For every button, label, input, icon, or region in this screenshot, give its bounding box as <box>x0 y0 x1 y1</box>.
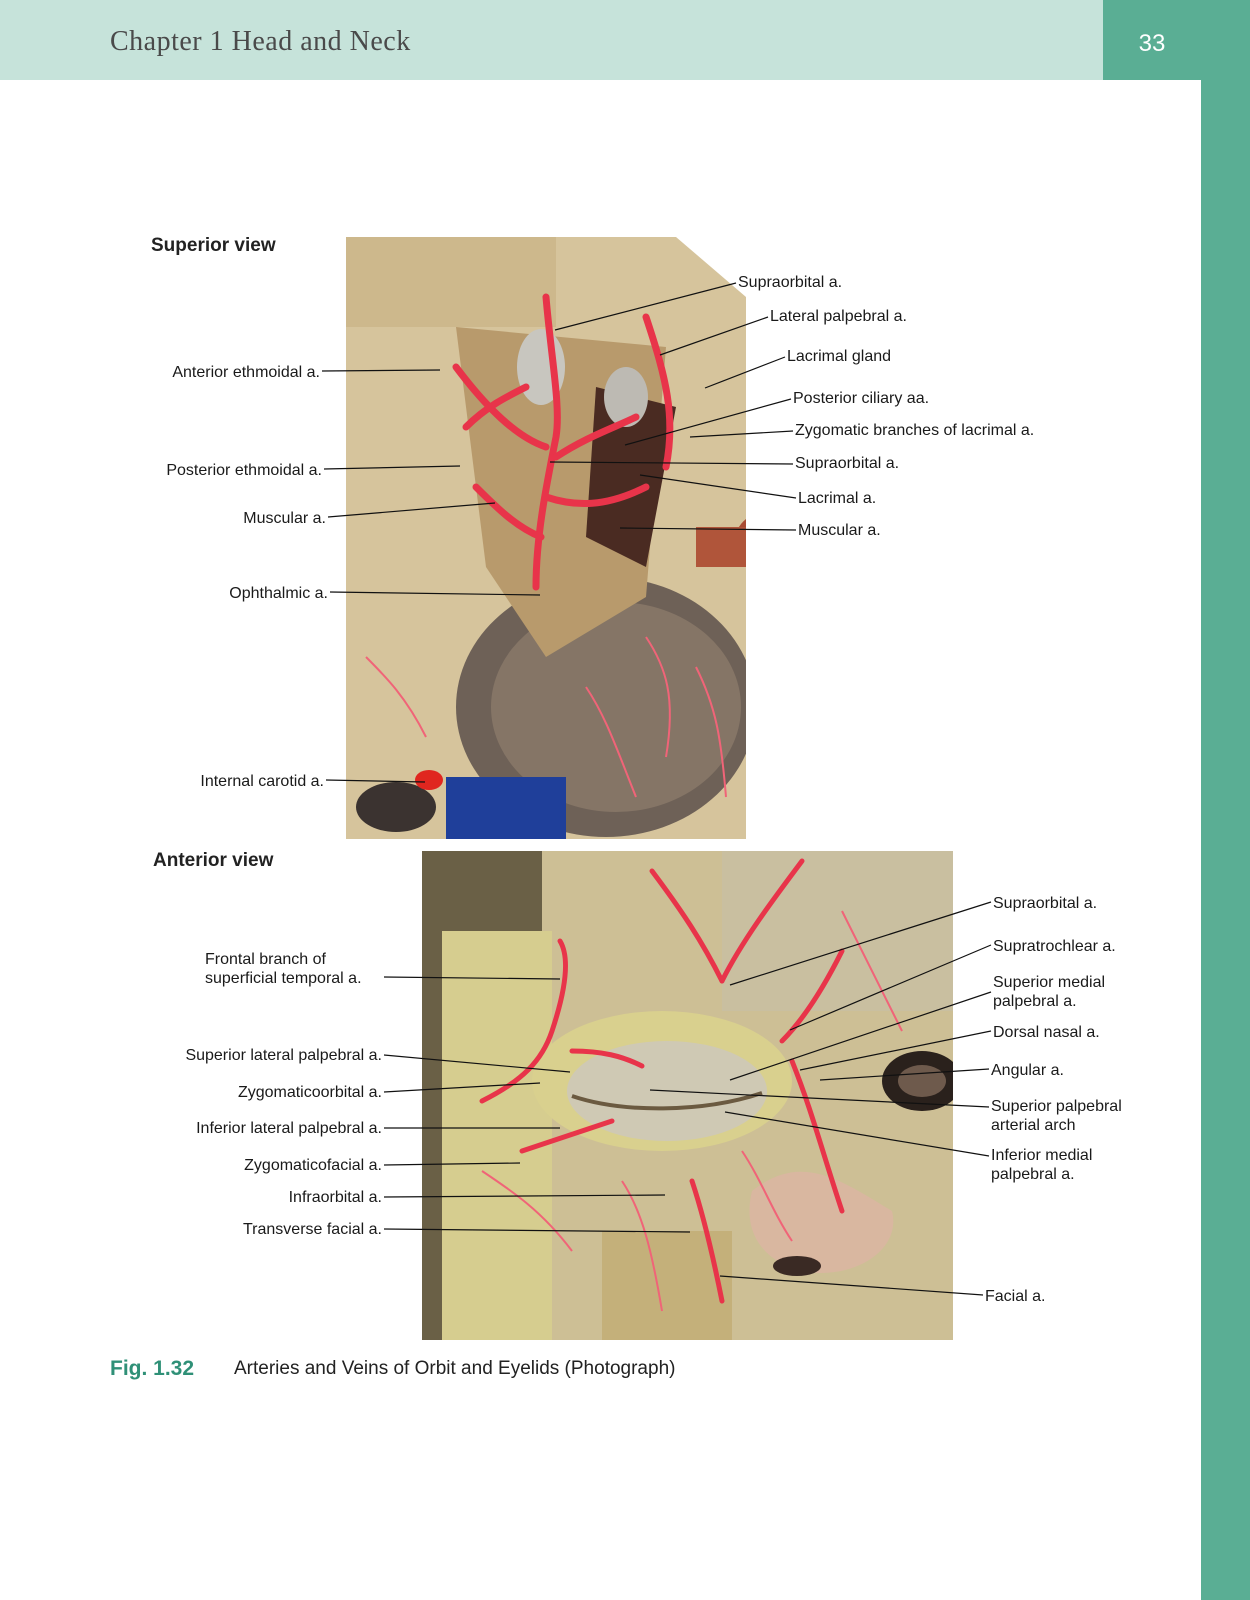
label-ophthalmic: Ophthalmic a. <box>229 585 328 602</box>
label-superior-palpebral-arch-line2: arterial arch <box>991 1117 1076 1134</box>
label-angular: Angular a. <box>991 1062 1064 1079</box>
label-facial: Facial a. <box>985 1288 1046 1305</box>
label-infraorbital: Infraorbital a. <box>288 1189 382 1206</box>
label-inferior-lateral-palpebral: Inferior lateral palpebral a. <box>196 1120 382 1137</box>
label-anterior-ethmoidal: Anterior ethmoidal a. <box>172 364 320 381</box>
chapter-title: Chapter 1 Head and Neck <box>110 26 411 57</box>
label-supratrochlear: Supratrochlear a. <box>993 938 1116 955</box>
side-color-strip <box>1201 0 1250 1600</box>
page-number: 33 <box>1138 30 1166 57</box>
figure-number: Fig. 1.32 <box>110 1357 195 1380</box>
label-superior-palpebral-arch-line1: Superior palpebral <box>991 1098 1122 1115</box>
label-supraorbital-anterior: Supraorbital a. <box>993 895 1098 912</box>
label-lacrimal: Lacrimal a. <box>798 490 877 507</box>
label-frontal-branch-line1: Frontal branch of <box>205 951 326 968</box>
label-zygomaticoorbital: Zygomaticoorbital a. <box>237 1084 382 1101</box>
label-inferior-medial-palpebral-line2: palpebral a. <box>991 1166 1075 1183</box>
label-supraorbital-top: Supraorbital a. <box>738 274 843 291</box>
label-muscular-left: Muscular a. <box>243 510 326 527</box>
label-zygomatic-branches: Zygomatic branches of lacrimal a. <box>795 422 1035 439</box>
superior-view-label: Superior view <box>151 235 276 256</box>
label-superior-medial-palpebral-line1: Superior medial <box>993 974 1106 991</box>
label-muscular-right: Muscular a. <box>798 522 881 539</box>
anterior-view-photograph <box>422 851 953 1340</box>
label-supraorbital-mid: Supraorbital a. <box>795 455 900 472</box>
label-transverse-facial: Transverse facial a. <box>242 1221 382 1238</box>
label-posterior-ethmoidal: Posterior ethmoidal a. <box>166 462 322 479</box>
label-frontal-branch-line2: superficial temporal a. <box>205 970 362 987</box>
label-internal-carotid: Internal carotid a. <box>200 773 324 790</box>
chapter-header-band <box>0 0 1103 80</box>
anterior-view-label: Anterior view <box>153 850 274 871</box>
label-zygomaticofacial: Zygomaticofacial a. <box>244 1157 382 1174</box>
label-dorsal-nasal: Dorsal nasal a. <box>993 1024 1100 1041</box>
label-inferior-medial-palpebral-line1: Inferior medial <box>991 1147 1093 1164</box>
label-lateral-palpebral: Lateral palpebral a. <box>770 308 907 325</box>
figure-caption: Arteries and Veins of Orbit and Eyelids … <box>234 1358 676 1379</box>
label-posterior-ciliary: Posterior ciliary aa. <box>793 390 930 407</box>
page-number-box <box>1103 0 1201 80</box>
superior-view-photograph <box>346 237 746 839</box>
label-superior-medial-palpebral-line2: palpebral a. <box>993 993 1077 1010</box>
label-lacrimal-gland: Lacrimal gland <box>787 348 892 365</box>
label-superior-lateral-palpebral: Superior lateral palpebral a. <box>185 1047 382 1064</box>
